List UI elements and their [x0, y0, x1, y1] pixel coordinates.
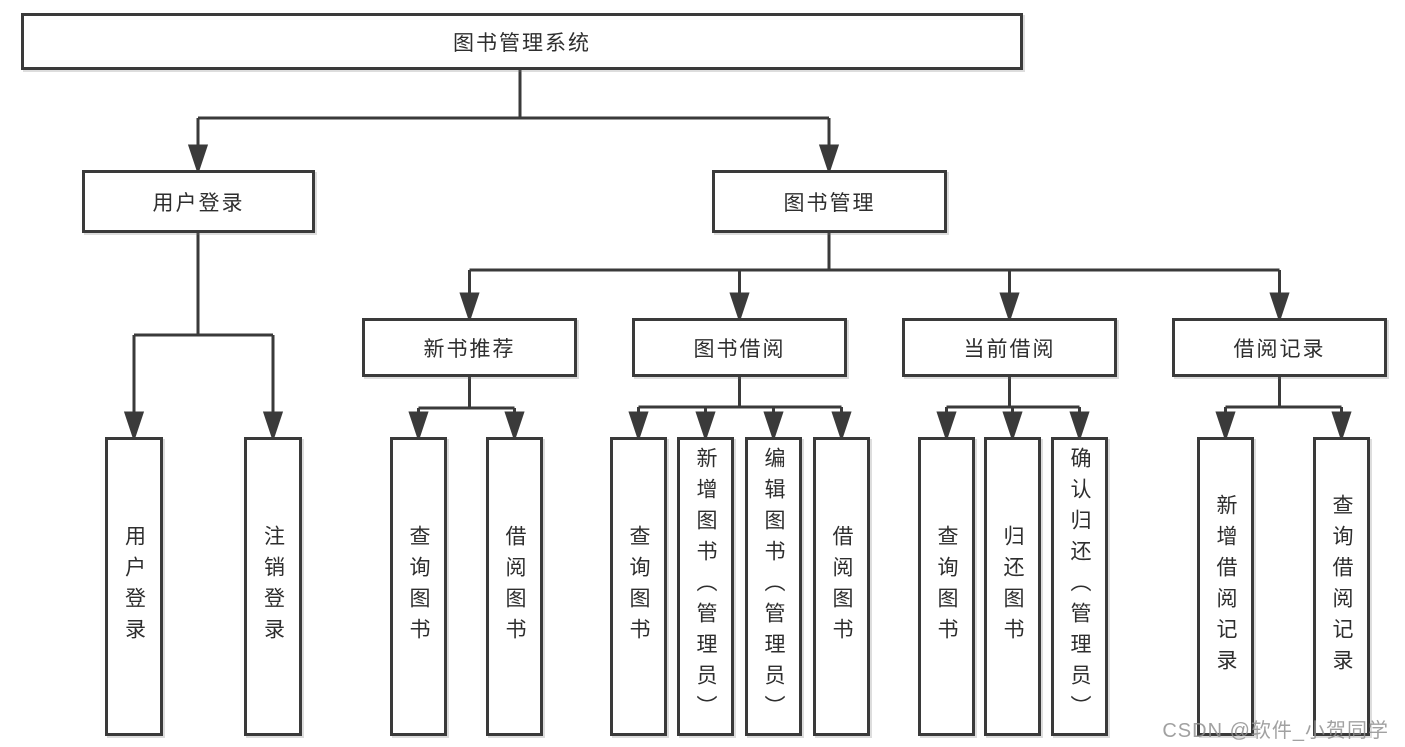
leaf-confirm-return-admin: 确认归还（管理员）: [1051, 437, 1108, 736]
node-borrow-records: 借阅记录: [1172, 318, 1387, 377]
leaf-query-books-current: 查询图书: [918, 437, 975, 736]
leaf-add-book-admin: 新增图书（管理员）: [677, 437, 734, 736]
connector-user-login-to-leaves: [123, 233, 284, 442]
leaf-edit-book-admin: 编辑图书（管理员）: [745, 437, 802, 736]
leaf-user-login: 用户登录: [105, 437, 163, 736]
leaf-borrow-books: 借阅图书: [813, 437, 870, 736]
leaf-borrow-books-recommend: 借阅图书: [486, 437, 543, 736]
node-current-borrow: 当前借阅: [902, 318, 1117, 377]
node-library-system: 图书管理系统: [21, 13, 1023, 70]
leaf-logout: 注销登录: [244, 437, 302, 736]
connector-book-borrow-to-leaves: [628, 377, 852, 442]
node-user-login: 用户登录: [82, 170, 315, 233]
leaf-query-books-recommend: 查询图书: [390, 437, 447, 736]
leaf-return-book: 归还图书: [984, 437, 1041, 736]
leaf-add-borrow-record: 新增借阅记录: [1197, 437, 1254, 736]
connector-new-book-to-leaves: [408, 377, 525, 442]
node-book-borrow: 图书借阅: [632, 318, 847, 377]
node-book-management: 图书管理: [712, 170, 947, 233]
connector-borrow-records-to-leaves: [1215, 377, 1352, 442]
connector-book-management-to-level3: [459, 233, 1290, 323]
connector-current-borrow-to-leaves: [936, 377, 1090, 442]
leaf-query-borrow-record: 查询借阅记录: [1313, 437, 1370, 736]
connector-root-to-level2: [187, 70, 840, 175]
leaf-query-books-borrow: 查询图书: [610, 437, 667, 736]
watermark-text: CSDN @软件_小贺同学: [1162, 720, 1389, 742]
node-new-book-recommend: 新书推荐: [362, 318, 577, 377]
